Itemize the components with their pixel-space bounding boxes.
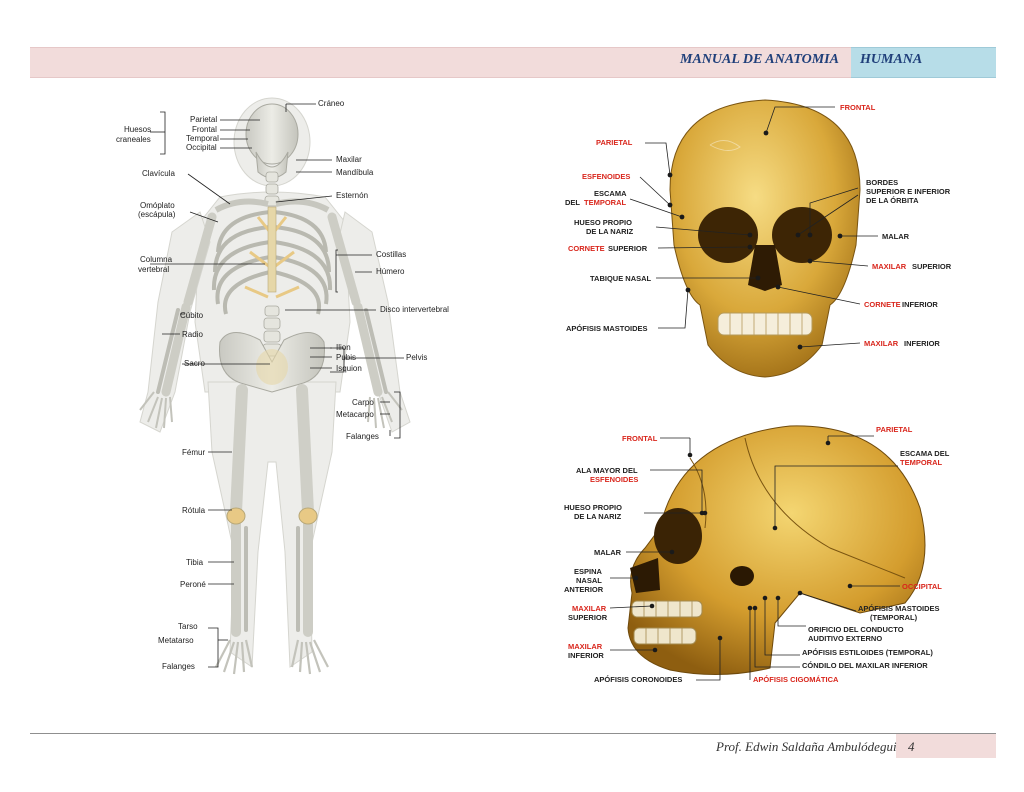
skull-front-figure xyxy=(629,99,878,378)
ss-escama2: TEMPORAL xyxy=(900,458,943,467)
label-pelvis: Pelvis xyxy=(406,353,427,362)
ss-esfenoides: ESFENOIDES xyxy=(590,475,638,484)
ss-escama1: ESCAMA DEL xyxy=(900,449,950,458)
label-occipital: Occipital xyxy=(186,143,217,152)
label-craneales: craneales xyxy=(116,135,151,144)
header-title-left: MANUAL DE ANATOMIA xyxy=(680,52,839,67)
label-vertebral: vertebral xyxy=(138,265,169,274)
label-columna: Columna xyxy=(140,255,173,264)
sf-maxilar-sup-red: MAXILAR xyxy=(872,262,907,271)
page-number: 4 xyxy=(908,739,915,754)
header-title-right: HUMANA xyxy=(860,52,923,67)
label-humero: Húmero xyxy=(376,267,405,276)
label-isquion: Isquion xyxy=(336,364,362,373)
ss-cigomatica: APÓFISIS CIGOMÁTICA xyxy=(753,675,839,684)
ss-apofisis-mast2: (TEMPORAL) xyxy=(870,613,918,622)
sf-de-la-nariz: DE LA NARIZ xyxy=(586,227,634,236)
ss-malar: MALAR xyxy=(594,548,622,557)
sf-frontal: FRONTAL xyxy=(840,103,876,112)
skull-front-labels: FRONTAL PARIETAL ESFENOIDES ESCAMA DEL T… xyxy=(565,103,952,348)
label-pubis: Pubis xyxy=(336,353,356,362)
label-cubito: Cúbito xyxy=(180,311,204,320)
label-metatarso: Metatarso xyxy=(158,636,194,645)
label-femur: Fémur xyxy=(182,448,205,457)
skeleton-figure xyxy=(139,97,411,675)
ss-maxilar-sup-black: SUPERIOR xyxy=(568,613,608,622)
label-omoplato: Omóplato xyxy=(140,201,175,210)
skull-side-figure xyxy=(609,425,926,681)
sf-hueso-propio: HUESO PROPIO xyxy=(574,218,632,227)
label-falanges-mano: Falanges xyxy=(346,432,379,441)
ss-orificio2: AUDITIVO EXTERNO xyxy=(808,634,882,643)
label-carpo: Carpo xyxy=(352,398,374,407)
label-parietal: Parietal xyxy=(190,115,217,124)
label-falanges-pie: Falanges xyxy=(162,662,195,671)
ss-parietal: PARIETAL xyxy=(876,425,913,434)
sf-malar: MALAR xyxy=(882,232,910,241)
sf-bordes3: DE LA ÓRBITA xyxy=(866,196,919,205)
skeleton-labels: Cráneo Huesos craneales Parietal Frontal… xyxy=(116,99,449,671)
footer-rule xyxy=(30,733,996,734)
ss-coronoides: APÓFISIS CORONOIDES xyxy=(594,675,682,684)
label-huesos: Huesos xyxy=(124,125,151,134)
sf-maxilar-sup-black: SUPERIOR xyxy=(912,262,952,271)
ss-maxilar-inf-red: MAXILAR xyxy=(568,642,603,651)
sf-apofisis-mastoides: APÓFISIS MASTOIDES xyxy=(566,324,648,333)
label-tibia: Tibia xyxy=(186,558,204,567)
label-costillas: Costillas xyxy=(376,250,406,259)
ss-apofisis-mast1: APÓFISIS MASTOIDES xyxy=(858,604,940,613)
ss-occipital: OCCIPITAL xyxy=(902,582,942,591)
sf-parietal: PARIETAL xyxy=(596,138,633,147)
label-ilion: Ilion xyxy=(336,343,351,352)
label-escapula: (escápula) xyxy=(138,210,176,219)
sf-cornete-inf-red: CORNETE xyxy=(864,300,901,309)
sf-maxilar-inf-red: MAXILAR xyxy=(864,339,899,348)
label-rotula: Rótula xyxy=(182,506,206,515)
sf-esfenoides: ESFENOIDES xyxy=(582,172,630,181)
sf-superior: SUPERIOR xyxy=(608,244,648,253)
label-mandibula: Mandíbula xyxy=(336,168,374,177)
ss-espina2: NASAL xyxy=(576,576,602,585)
label-sacro: Sacro xyxy=(184,359,205,368)
ss-condilo: CÓNDILO DEL MAXILAR INFERIOR xyxy=(802,661,928,670)
footer-page-box xyxy=(896,734,996,758)
sf-tabique: TABIQUE NASAL xyxy=(590,274,652,283)
ss-hueso-propio: HUESO PROPIO xyxy=(564,503,622,512)
footer-author: Prof. Edwin Saldaña Ambulódegui xyxy=(716,739,897,754)
sf-temporal: TEMPORAL xyxy=(584,198,627,207)
label-tarso: Tarso xyxy=(178,622,198,631)
sf-cornete: CORNETE xyxy=(568,244,605,253)
sf-bordes1: BORDES xyxy=(866,178,898,187)
label-temporal: Temporal xyxy=(186,134,219,143)
ss-ala-mayor: ALA MAYOR DEL xyxy=(576,466,638,475)
ss-espina1: ESPINA xyxy=(574,567,603,576)
label-esternon: Esternón xyxy=(336,191,368,200)
sf-cornete-inf-black: INFERIOR xyxy=(902,300,938,309)
label-craneo: Cráneo xyxy=(318,99,345,108)
label-disco: Disco intervertebral xyxy=(380,305,449,314)
ss-estiloides: APÓFISIS ESTILOIDES (TEMPORAL) xyxy=(802,648,933,657)
sf-maxilar-inf-black: INFERIOR xyxy=(904,339,940,348)
label-maxilar: Maxilar xyxy=(336,155,362,164)
footer-band xyxy=(706,734,896,758)
ss-espina3: ANTERIOR xyxy=(564,585,604,594)
label-radio: Radio xyxy=(182,330,203,339)
header-band xyxy=(30,47,851,78)
label-frontal: Frontal xyxy=(192,125,217,134)
ss-maxilar-inf-black: INFERIOR xyxy=(568,651,604,660)
label-metacarpo: Metacarpo xyxy=(336,410,374,419)
ss-de-la-nariz: DE LA NARIZ xyxy=(574,512,622,521)
label-clavicula: Clavícula xyxy=(142,169,175,178)
skull-side-labels: FRONTAL PARIETAL ALA MAYOR DEL ESFENOIDE… xyxy=(564,425,950,684)
sf-escama: ESCAMA xyxy=(594,189,627,198)
sf-del: DEL xyxy=(565,198,580,207)
ss-frontal: FRONTAL xyxy=(622,434,658,443)
sf-bordes2: SUPERIOR E INFERIOR xyxy=(866,187,951,196)
ss-maxilar-sup-red: MAXILAR xyxy=(572,604,607,613)
header-tab xyxy=(851,47,996,78)
ss-orificio1: ORIFICIO DEL CONDUCTO xyxy=(808,625,904,634)
label-perone: Peroné xyxy=(180,580,206,589)
